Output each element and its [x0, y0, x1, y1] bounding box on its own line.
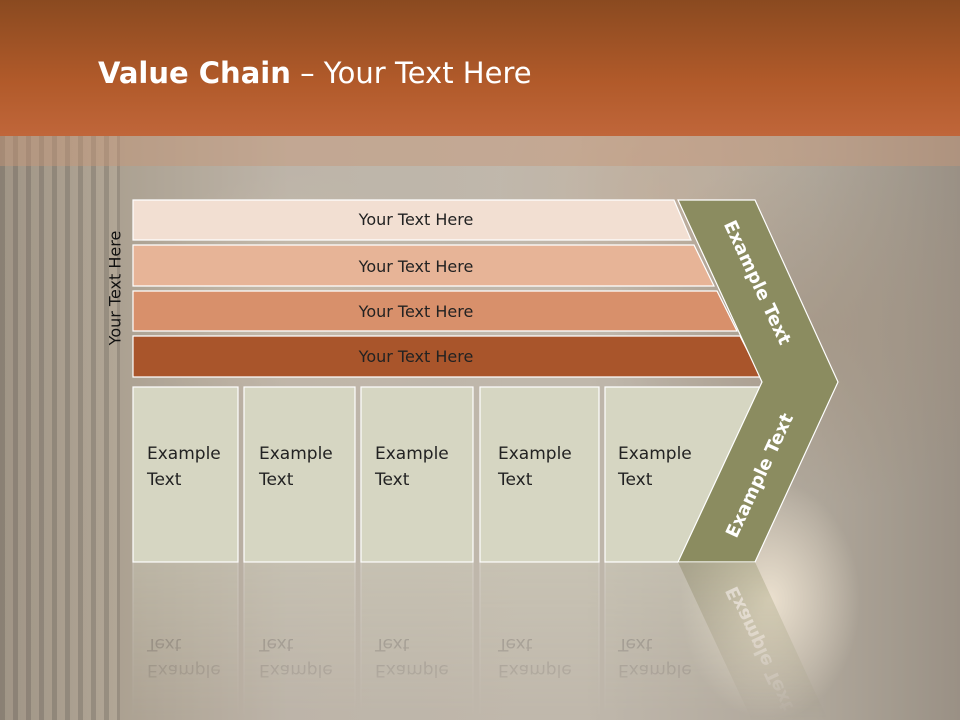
- box-1-line2: Text: [146, 470, 182, 490]
- reflection-box-5-line2: Text: [617, 634, 653, 654]
- box-1-line1: Example: [147, 444, 221, 464]
- box-3-line1: Example: [375, 444, 449, 464]
- reflection-chevron: [678, 562, 828, 720]
- box-1: [132, 386, 239, 563]
- reflection-box-5-line1: Example: [618, 660, 692, 680]
- reflection-box-2-line2: Text: [258, 634, 294, 654]
- bar-4-label: Your Text Here: [358, 347, 474, 366]
- reflection-box-1-line1: Example: [147, 660, 221, 680]
- box-5-line2: Text: [617, 470, 653, 490]
- box-2-line2: Text: [258, 470, 294, 490]
- reflection-box-3-line2: Text: [374, 634, 410, 654]
- boxes-group: Example Text Example Text Example Text E…: [132, 386, 763, 563]
- background-photo-stripes: [0, 130, 120, 720]
- bar-2: [132, 244, 715, 287]
- reflection-box-4: [479, 561, 600, 720]
- reflection-group: Example Text Example Text Example Text E…: [132, 561, 828, 720]
- reflection-box-3: [360, 561, 474, 720]
- box-4-line1: Example: [498, 444, 572, 464]
- box-3: [360, 386, 474, 563]
- box-2: [243, 386, 356, 563]
- reflection-box-4-line2: Text: [497, 634, 533, 654]
- box-4: [479, 386, 600, 563]
- bar-1: [132, 199, 692, 241]
- reflection-box-3-line1: Example: [375, 660, 449, 680]
- reflection-box-2: [243, 561, 356, 720]
- reflection-box-4-line1: Example: [498, 660, 572, 680]
- bar-3: [132, 290, 738, 332]
- bar-1-label: Your Text Here: [358, 210, 474, 229]
- title-strip: [0, 136, 960, 166]
- box-5-line1: Example: [618, 444, 692, 464]
- slide-title-rest: – Your Text Here: [290, 56, 532, 90]
- bars-group: Your Text Here Your Text Here Your Text …: [132, 199, 762, 378]
- box-4-line2: Text: [497, 470, 533, 490]
- reflection-box-1-line2: Text: [146, 634, 182, 654]
- reflection-box-2-line1: Example: [259, 660, 333, 680]
- box-2-line1: Example: [259, 444, 333, 464]
- slide-title-bold: Value Chain: [98, 56, 291, 90]
- slide-title: Value Chain – Your Text Here: [98, 56, 532, 90]
- reflection-box-1: [132, 561, 239, 720]
- box-3-line2: Text: [374, 470, 410, 490]
- bar-3-label: Your Text Here: [358, 302, 474, 321]
- title-bar: [0, 0, 960, 136]
- bar-2-label: Your Text Here: [358, 257, 474, 276]
